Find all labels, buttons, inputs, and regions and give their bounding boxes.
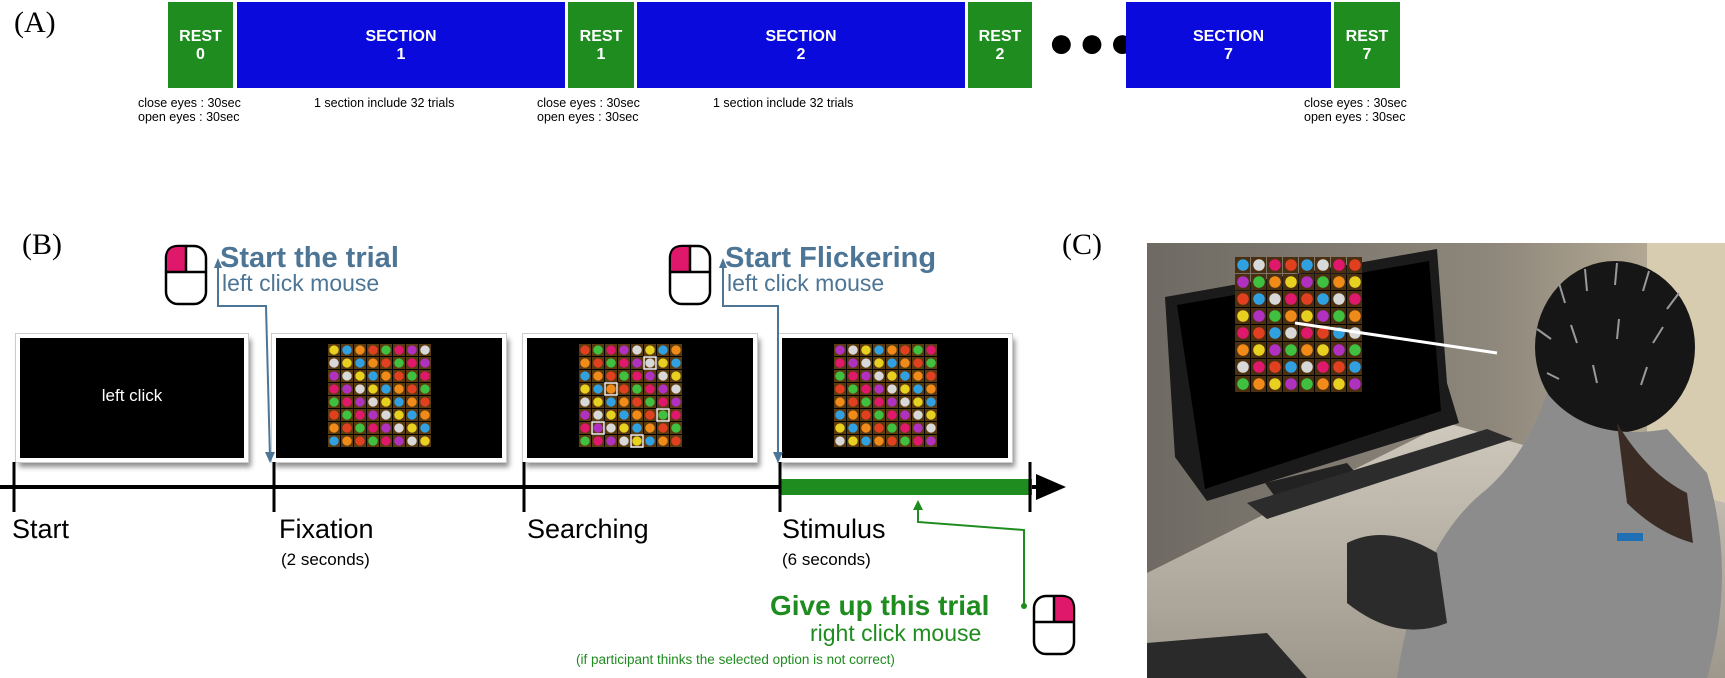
photo-illustration [1147,243,1725,678]
mouse-icon [1032,594,1076,656]
timeline-graphics [0,160,1070,630]
section-note-2: 1 section include 32 trials [713,96,853,110]
stage-start: Start [12,514,69,545]
mouse-icon [164,244,208,306]
start-flicker-arrow-head-down [773,452,783,463]
give-up-arrow-origin [1021,603,1027,609]
stimulus-period-bar [780,479,1032,495]
mouse-icon [668,244,712,306]
stage-searching: Searching [527,514,649,545]
time-axis-arrowhead [1036,474,1066,500]
start-flicker-sub: left click mouse [727,270,884,297]
stage-stimulus-duration: (6 seconds) [782,550,871,570]
give-up-sub: right click mouse [810,620,981,647]
rest-note-1: close eyes : 30sec open eyes : 30sec [537,96,640,124]
give-up-title: Give up this trial [770,590,989,622]
section-note-1: 1 section include 32 trials [314,96,454,110]
stage-fixation: Fixation [279,514,374,545]
rest-note-7: close eyes : 30sec open eyes : 30sec [1304,96,1407,124]
rest-note-0: close eyes : 30sec open eyes : 30sec [138,96,241,124]
stage-fixation-duration: (2 seconds) [281,550,370,570]
panel-label-a: (A) [14,6,56,40]
start-trial-sub: left click mouse [222,270,379,297]
give-up-arrow-head [913,500,923,510]
start-trial-arrow-head-down [265,452,275,463]
give-up-note: (if participant thinks the selected opti… [576,652,895,667]
experiment-photo [1147,243,1725,678]
hoodie-tag [1617,533,1643,541]
stage-stimulus: Stimulus [782,514,886,545]
